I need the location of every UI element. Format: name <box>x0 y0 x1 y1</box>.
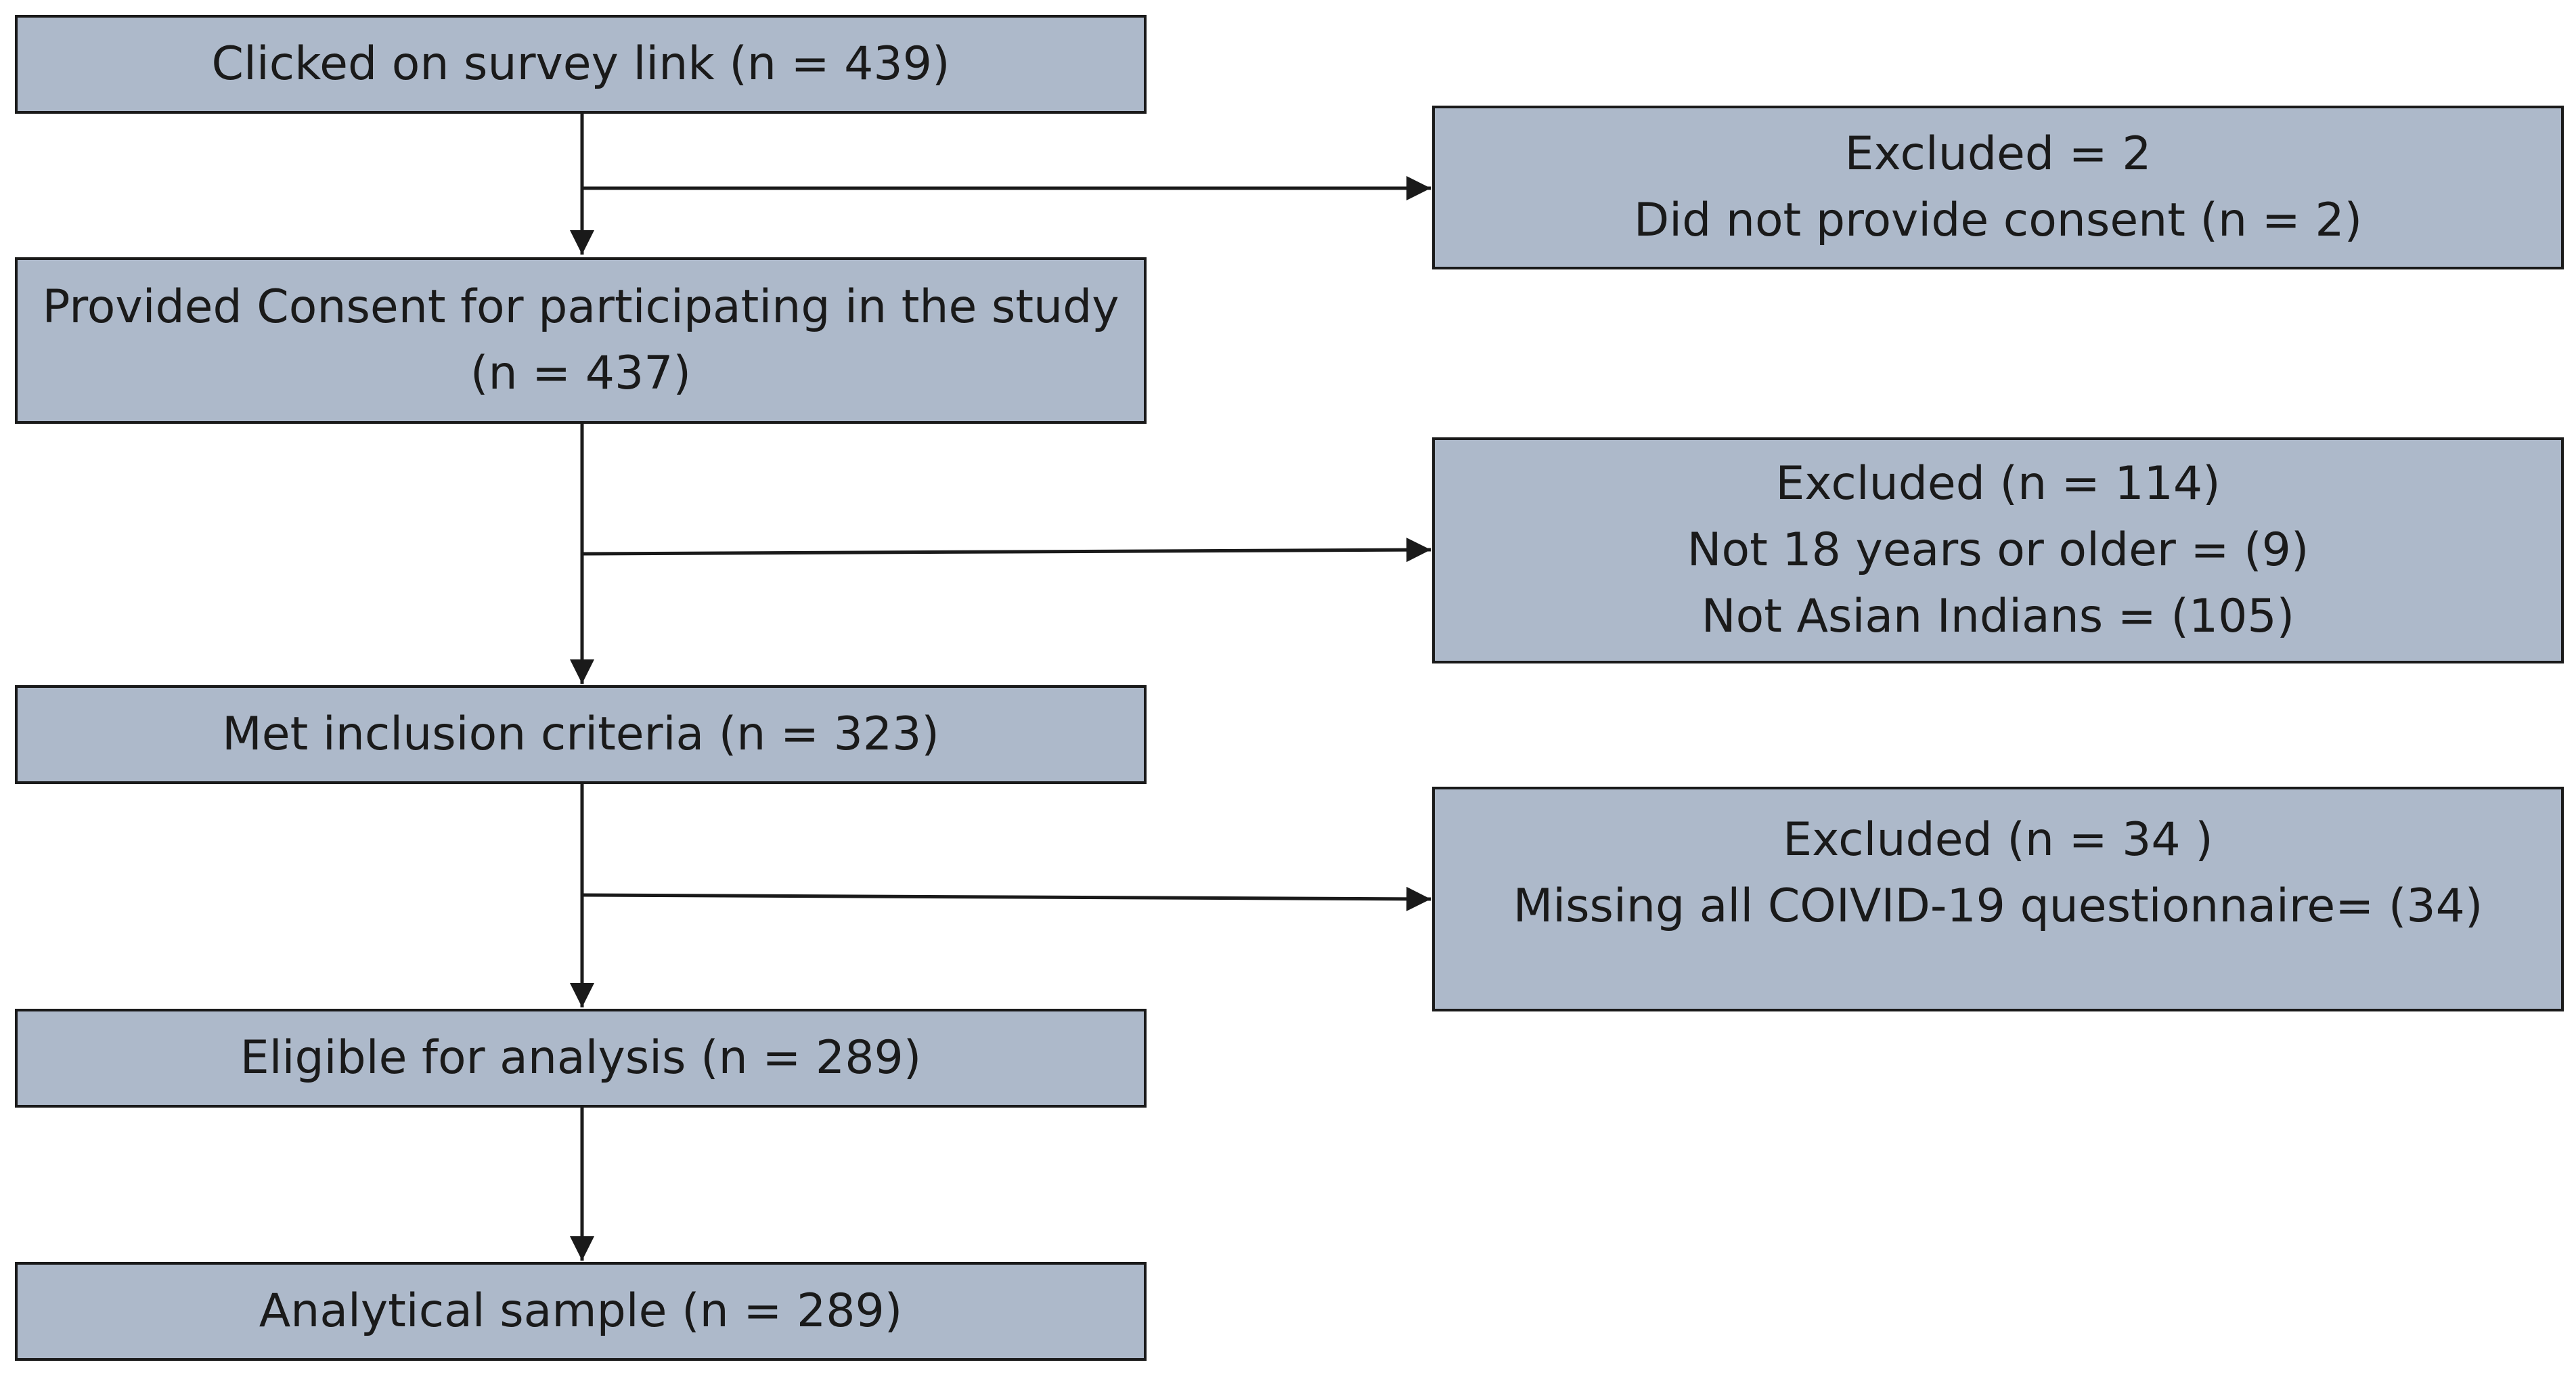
step-met-inclusion-criteria: Met inclusion criteria (n = 323) <box>15 685 1147 784</box>
step-clicked-survey-link: Clicked on survey link (n = 439) <box>15 15 1147 114</box>
exclusion-1-line-2: Did not provide consent (n = 2) <box>1633 194 2363 247</box>
exclusion-3-line-2: Missing all COIVID-19 questionnaire= (34… <box>1513 879 2483 933</box>
exclusion-age-ethnicity: Excluded (n = 114) Not 18 years or older… <box>1432 437 2564 663</box>
exclusion-3-line-1: Excluded (n = 34 ) <box>1783 813 2213 867</box>
exclusion-2-line-1: Excluded (n = 114) <box>1775 457 2221 510</box>
step-2-line-1: Provided Consent for participating in th… <box>42 280 1119 334</box>
step-provided-consent: Provided Consent for participating in th… <box>15 257 1147 424</box>
step-2-line-2: (n = 437) <box>470 347 692 400</box>
arrow-to-exclusion-2 <box>581 538 1431 563</box>
exclusion-2-line-2: Not 18 years or older = (9) <box>1687 523 2309 577</box>
exclusion-2-line-3: Not Asian Indians = (105) <box>1701 590 2295 643</box>
step-4-line-1: Eligible for analysis (n = 289) <box>240 1031 922 1085</box>
step-eligible-for-analysis: Eligible for analysis (n = 289) <box>15 1009 1147 1108</box>
step-analytical-sample: Analytical sample (n = 289) <box>15 1262 1147 1361</box>
exclusion-missing-questionnaire: Excluded (n = 34 ) Missing all COIVID-19… <box>1432 787 2564 1011</box>
arrow-to-exclusion-3 <box>581 886 1431 911</box>
step-1-line-1: Clicked on survey link (n = 439) <box>211 37 950 91</box>
exclusion-1-line-1: Excluded = 2 <box>1844 127 2152 181</box>
step-5-line-1: Analytical sample (n = 289) <box>259 1284 903 1338</box>
step-3-line-1: Met inclusion criteria (n = 323) <box>222 707 939 761</box>
exclusion-no-consent: Excluded = 2 Did not provide consent (n … <box>1432 106 2564 269</box>
